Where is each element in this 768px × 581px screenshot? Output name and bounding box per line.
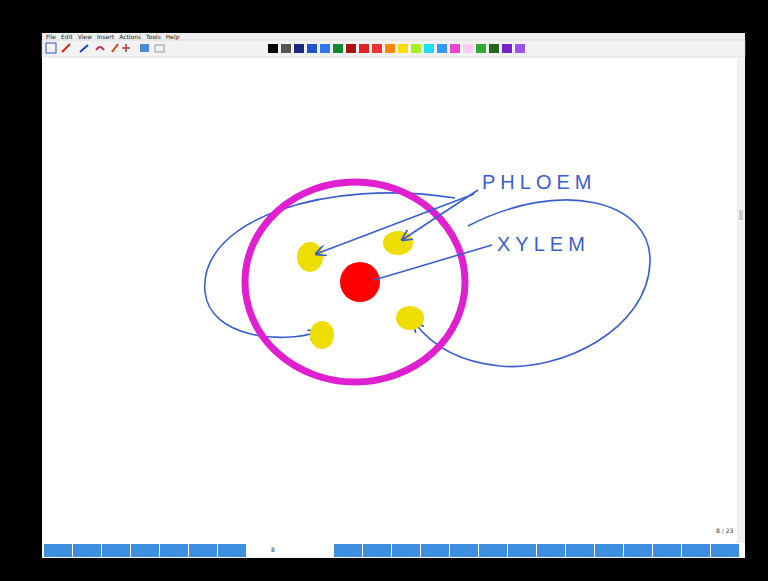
color-swatch [450, 44, 460, 53]
page-segment [73, 544, 101, 557]
menu-item: Insert [97, 34, 114, 40]
color-swatch [476, 44, 486, 53]
page-segment [508, 544, 536, 557]
color-swatch [463, 44, 473, 53]
phloem-spot [297, 242, 323, 272]
toolbar [42, 40, 745, 57]
page-segment [595, 544, 623, 557]
color-swatch [437, 44, 447, 53]
color-swatch [372, 44, 382, 53]
color-swatch [281, 44, 291, 53]
menu-bar [42, 33, 745, 40]
color-swatch [294, 44, 304, 53]
color-swatch [333, 44, 343, 53]
menu-item: File [46, 34, 56, 40]
page-segment [44, 544, 72, 557]
menu-item: Actions [119, 34, 141, 40]
color-swatch [346, 44, 356, 53]
page-bar [42, 543, 745, 558]
color-swatch [489, 44, 499, 53]
color-swatch [359, 44, 369, 53]
stem-cross-section [205, 182, 650, 382]
app-window [42, 33, 745, 558]
page-segment [131, 544, 159, 557]
color-swatch [502, 44, 512, 53]
menu-item: View [78, 34, 92, 40]
page-segment [160, 544, 188, 557]
page-bar-ground [42, 543, 745, 558]
page-segment [479, 544, 507, 557]
xylem-core [340, 262, 380, 302]
page-segment [711, 544, 739, 557]
phloem-spot [383, 231, 413, 255]
leader-loop [205, 193, 455, 337]
scrollbar [737, 57, 745, 543]
color-swatch [385, 44, 395, 53]
page-segment [189, 544, 217, 557]
color-swatch [515, 44, 525, 53]
page-segment [363, 544, 391, 557]
page-segment [102, 544, 130, 557]
color-swatch [320, 44, 330, 53]
page-segment [624, 544, 652, 557]
page-segment [392, 544, 420, 557]
leader-line [374, 245, 492, 280]
phloem-spot [310, 321, 334, 349]
color-swatch [307, 44, 317, 53]
page-segment [218, 544, 246, 557]
part-label: XYLEM [497, 234, 590, 254]
part-label: PHLOEM [482, 172, 596, 192]
color-swatch [424, 44, 434, 53]
page-segment [653, 544, 681, 557]
scroll-thumb [739, 210, 743, 220]
color-swatches [268, 44, 525, 53]
menu-item: Tools [146, 34, 161, 40]
color-swatch [268, 44, 278, 53]
page-segment [537, 544, 565, 557]
phloem-spot [396, 306, 424, 330]
page-number: 8 [271, 547, 275, 553]
page-segment [421, 544, 449, 557]
color-swatch [398, 44, 408, 53]
page-segment [450, 544, 478, 557]
page-segment [566, 544, 594, 557]
tool-icons [46, 43, 164, 53]
leader-line [316, 194, 474, 254]
page-segment [334, 544, 362, 557]
menu-item: Help [166, 34, 180, 40]
page-number: 8 / 23 [716, 528, 733, 534]
color-swatch [411, 44, 421, 53]
menu-item: Edit [61, 34, 73, 40]
stem-outline [245, 182, 465, 382]
page-segment [682, 544, 710, 557]
